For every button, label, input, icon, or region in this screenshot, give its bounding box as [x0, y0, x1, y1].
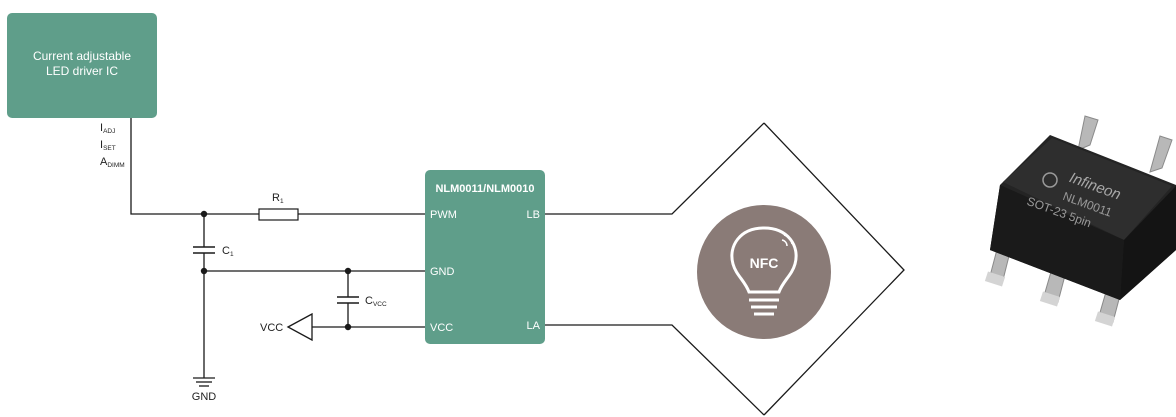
nfc-bulb-icon: NFC	[697, 205, 831, 339]
led-driver-ic: Current adjustable LED driver IC	[7, 13, 157, 118]
pin-label-iset: ISET	[100, 139, 116, 152]
cvcc-label: CVCC	[365, 295, 387, 308]
ground-symbol	[193, 377, 215, 387]
vcc-supply-label: VCC	[260, 322, 283, 334]
driver-ic-label-line2: LED driver IC	[46, 64, 118, 78]
pin-la: LA	[527, 320, 541, 332]
pin-pwm: PWM	[430, 209, 457, 221]
c1-label: C1	[222, 245, 234, 258]
resistor-r1: R1	[258, 192, 299, 221]
pin-lb: LB	[527, 209, 540, 221]
nlm-chip: NLM0011/NLM0010 PWM GND VCC LB LA	[425, 170, 545, 344]
pin-gnd: GND	[430, 266, 455, 278]
driver-ic-label-line1: Current adjustable	[33, 49, 131, 63]
capacitor-cvcc	[337, 296, 359, 304]
gnd-label: GND	[192, 391, 217, 403]
pin-label-adimm: ADIMM	[100, 156, 125, 169]
pin-vcc: VCC	[430, 322, 453, 334]
wiring	[130, 118, 905, 416]
sot23-package-illustration: Infineon NLM0011 SOT-23 5pin	[984, 115, 1176, 327]
vcc-supply-symbol: VCC	[260, 312, 313, 342]
pin-label-iadj: IADJ	[100, 122, 115, 135]
capacitor-c1	[193, 246, 215, 254]
nfc-label: NFC	[750, 255, 779, 271]
r1-label: R1	[272, 192, 284, 205]
nlm-chip-title: NLM0011/NLM0010	[435, 183, 534, 195]
junction-dots	[200, 210, 352, 331]
